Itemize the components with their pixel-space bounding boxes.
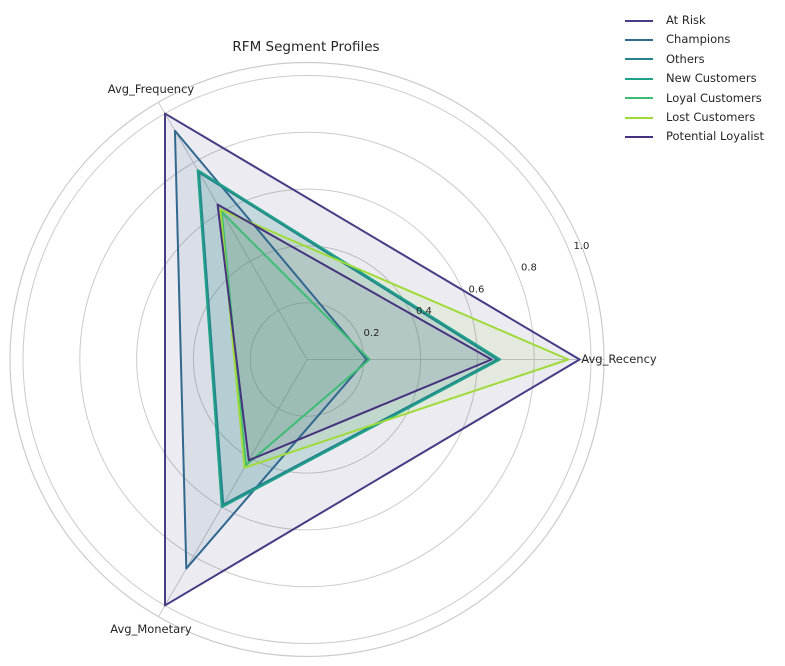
r-tick-label: 1.0 — [573, 241, 589, 252]
legend-item-lost-customers: Lost Customers — [625, 108, 764, 127]
series-line-champions — [173, 129, 368, 570]
legend-item-loyal-customers: Loyal Customers — [625, 89, 764, 108]
series-line-at-risk — [164, 112, 581, 607]
legend-line-swatch — [625, 97, 653, 100]
r-tick-label: 0.8 — [521, 263, 537, 274]
legend-line-swatch — [625, 136, 653, 139]
series-line-potential-loyalist — [216, 203, 493, 462]
legend-line-swatch — [625, 39, 653, 42]
chart-title: RFM Segment Profiles — [232, 39, 379, 55]
legend-line-swatch — [625, 58, 653, 61]
series-fill-potential-loyalist — [217, 204, 492, 461]
legend-label: At Risk — [666, 12, 706, 27]
r-tick-label: 0.6 — [468, 284, 484, 295]
r-tick-label: 0.4 — [416, 306, 432, 317]
axis-label-avg-recency: Avg_Recency — [581, 352, 657, 366]
legend-item-champions: Champions — [625, 30, 764, 49]
legend-line-swatch — [625, 77, 653, 80]
legend-label: Lost Customers — [666, 109, 756, 124]
legend-line-swatch — [625, 116, 653, 119]
legend-line-swatch — [625, 19, 653, 22]
series-fill-loyal-customers — [221, 211, 370, 466]
legend-label: Others — [666, 51, 705, 66]
series-line-others — [198, 171, 499, 506]
r-tick-label: 0.2 — [364, 328, 380, 339]
series-line-lost-customers — [219, 208, 570, 469]
legend-label: Loyal Customers — [666, 90, 762, 105]
axis-spoke-avg-monetary — [158, 359, 308, 617]
axis-spoke-avg-frequency — [158, 102, 308, 360]
series-fill-lost-customers — [220, 209, 569, 468]
legend-label: Champions — [666, 32, 731, 47]
legend-label: New Customers — [666, 71, 757, 86]
legend-item-new-customers: New Customers — [625, 69, 764, 88]
legend-item-others: Others — [625, 50, 764, 69]
legend-label: Potential Loyalist — [666, 129, 765, 144]
legend-item-potential-loyalist: Potential Loyalist — [625, 127, 764, 146]
axis-label-avg-frequency: Avg_Frequency — [108, 82, 195, 96]
legend-item-at-risk: At Risk — [625, 11, 764, 30]
axis-label-avg-monetary: Avg_Monetary — [110, 622, 192, 636]
